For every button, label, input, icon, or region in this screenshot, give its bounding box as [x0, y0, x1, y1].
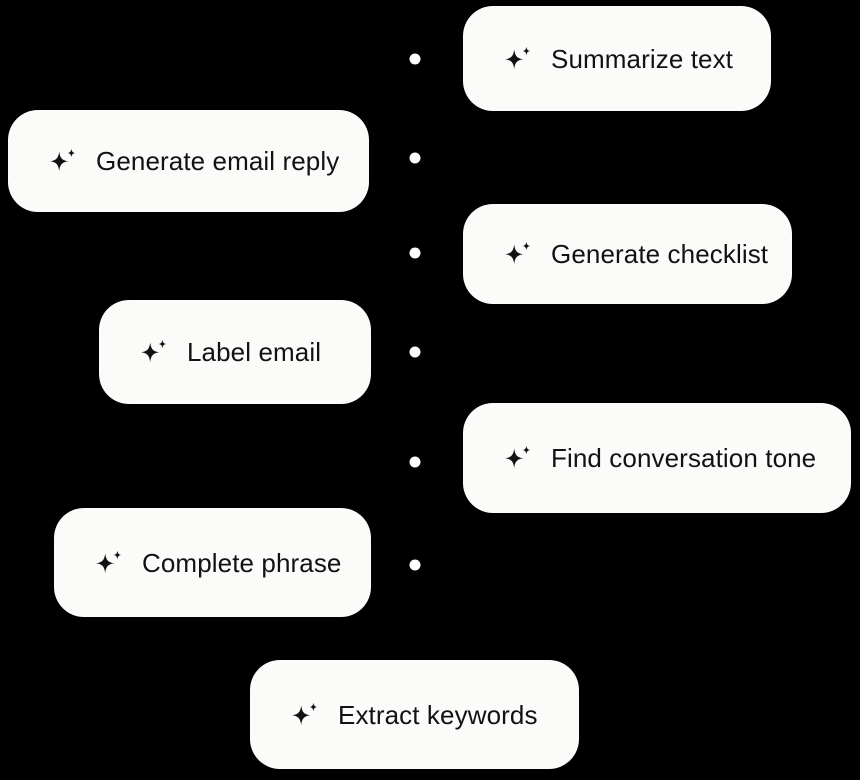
chip-complete-phrase[interactable]: Complete phrase — [54, 508, 371, 617]
chip-extract-keywords[interactable]: Extract keywords — [250, 660, 579, 769]
chip-label-generate-checklist: Generate checklist — [551, 239, 769, 269]
bullet-dot-5 — [409, 456, 421, 468]
sparkle-icon — [501, 237, 535, 271]
sparkle-icon — [137, 335, 171, 369]
sparkle-icon — [501, 42, 535, 76]
chip-generate-checklist[interactable]: Generate checklist — [463, 204, 792, 304]
chip-label-label-email: Label email — [187, 337, 322, 367]
sparkle-icon — [501, 441, 535, 475]
sparkle-icon — [92, 546, 126, 580]
chip-label-extract-keywords: Extract keywords — [338, 699, 538, 730]
bullet-dot-3 — [409, 247, 421, 259]
bullet-dot-2 — [409, 152, 421, 164]
chip-label-complete-phrase: Complete phrase — [142, 547, 342, 578]
chip-label-email[interactable]: Label email — [99, 300, 371, 404]
chip-summarize-text[interactable]: Summarize text — [463, 6, 771, 111]
chip-label-summarize-text: Summarize text — [551, 43, 734, 74]
chip-generate-email-reply[interactable]: Generate email reply — [8, 110, 369, 212]
chip-find-conversation-tone[interactable]: Find conversation tone — [463, 403, 851, 513]
chip-label-generate-email-reply: Generate email reply — [96, 146, 340, 176]
sparkle-icon — [288, 698, 322, 732]
bullet-dot-6 — [409, 559, 421, 571]
sparkle-icon — [46, 144, 80, 178]
chip-label-find-conversation-tone: Find conversation tone — [551, 443, 817, 473]
bullet-dot-4 — [409, 346, 421, 358]
bullet-dot-1 — [409, 53, 421, 65]
